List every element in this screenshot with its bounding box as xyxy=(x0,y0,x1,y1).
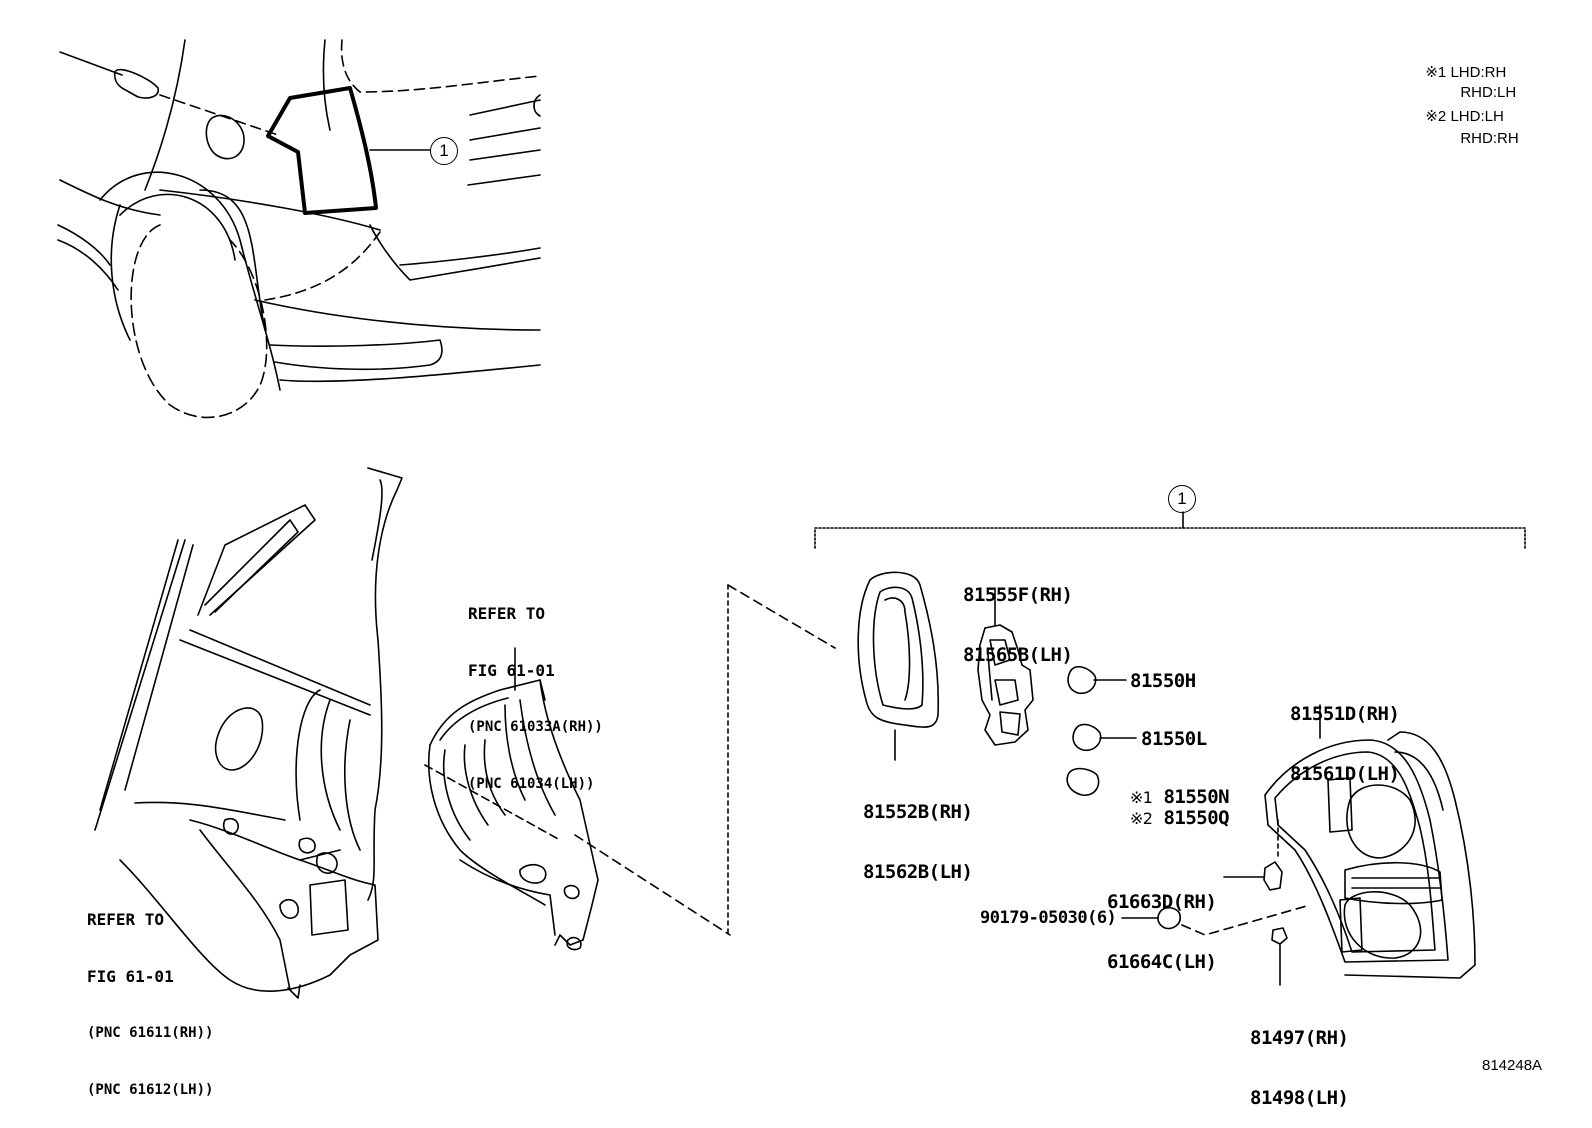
tail-lens xyxy=(1265,705,1475,978)
refer-note-upper: REFER TO FIG 61-01 (PNC 61033A(RH)) (PNC… xyxy=(468,566,603,813)
part-socket-rh: 81555F(RH) xyxy=(963,584,1073,606)
clip xyxy=(1224,820,1282,890)
refer-lower-pnc1: (PNC 61611(RH)) xyxy=(87,1025,214,1041)
note-2-line1: LHD:LH xyxy=(1450,108,1504,125)
note-1-mark: ※1 xyxy=(1425,64,1447,81)
part-bulb-n: 81550N xyxy=(1163,786,1230,808)
note-2-mark: ※2 xyxy=(1425,108,1447,125)
refer-upper-pnc1: (PNC 61033A(RH)) xyxy=(468,719,603,735)
part-clip-rh: 61663D(RH) xyxy=(1107,891,1217,913)
vehicle-rear-view xyxy=(58,40,540,417)
vehicle-callout-marker: 1 xyxy=(430,137,458,165)
bulb-socket xyxy=(978,588,1033,745)
part-gasket-rh: 81552B(RH) xyxy=(863,801,973,823)
part-bulb-q-mark: ※2 xyxy=(1129,809,1153,828)
note-2-sub: RHD:RH xyxy=(1452,106,1519,150)
part-label-retainer: 81497(RH) 81498(LH) xyxy=(1250,988,1349,1128)
refer-upper-line1: REFER TO xyxy=(468,604,546,623)
part-label-clip: 61663D(RH) 61664C(LH) xyxy=(1107,852,1217,992)
part-socket-lh: 81565B(LH) xyxy=(963,644,1073,666)
part-lens-lh: 81561D(LH) xyxy=(1290,763,1400,785)
parts-diagram-canvas xyxy=(0,0,1592,1099)
assembly-callout-marker: 1 xyxy=(1168,485,1196,513)
bulbs xyxy=(1067,667,1136,795)
note-1-line2: RHD:LH xyxy=(1460,84,1517,101)
retainer xyxy=(1272,928,1287,985)
gasket xyxy=(858,572,938,760)
part-bulb-n-mark: ※1 xyxy=(1129,788,1153,807)
refer-note-lower: REFER TO FIG 61-01 (PNC 61611(RH)) (PNC … xyxy=(87,872,213,1119)
nut xyxy=(1122,905,1310,935)
note-1: ※1 LHD:RH xyxy=(1417,40,1506,84)
part-label-lens: 81551D(RH) 81561D(LH) xyxy=(1290,664,1400,804)
part-gasket-lh: 81562B(LH) xyxy=(863,861,973,883)
refer-lower-pnc2: (PNC 61612(LH)) xyxy=(87,1082,214,1098)
refer-upper-line2: FIG 61-01 xyxy=(468,661,555,680)
part-clip-lh: 61664C(LH) xyxy=(1107,951,1217,973)
part-label-gasket: 81552B(RH) 81562B(LH) xyxy=(863,762,973,902)
part-label-bulb-n: ※1 81550N xyxy=(1108,767,1230,808)
part-label-bulb-h: 81550H xyxy=(1130,670,1196,692)
note-2-line2: RHD:RH xyxy=(1460,130,1519,147)
part-bulb-q: 81550Q xyxy=(1163,807,1230,829)
part-label-bulb-q: ※2 81550Q xyxy=(1108,788,1230,829)
part-retainer-rh: 81497(RH) xyxy=(1250,1027,1349,1049)
part-label-nut: 90179-05030(6) xyxy=(980,908,1117,928)
inner-bracket xyxy=(425,585,835,950)
part-retainer-lh: 81498(LH) xyxy=(1250,1087,1349,1109)
figure-id: 814248A xyxy=(1482,1057,1543,1074)
part-label-bulb-l: 81550L xyxy=(1141,728,1207,750)
assembly-bracket xyxy=(815,512,1525,548)
note-1-line1: LHD:RH xyxy=(1450,64,1507,81)
note-2: ※2 LHD:LH xyxy=(1417,84,1504,128)
refer-lower-line1: REFER TO xyxy=(87,910,165,929)
quarter-panel xyxy=(95,468,402,998)
note-1-sub: RHD:LH xyxy=(1452,60,1516,104)
refer-upper-pnc2: (PNC 61034(LH)) xyxy=(468,776,595,792)
part-lens-rh: 81551D(RH) xyxy=(1290,703,1400,725)
refer-lower-line2: FIG 61-01 xyxy=(87,967,174,986)
part-label-socket: 81555F(RH) 81565B(LH) xyxy=(963,545,1073,685)
